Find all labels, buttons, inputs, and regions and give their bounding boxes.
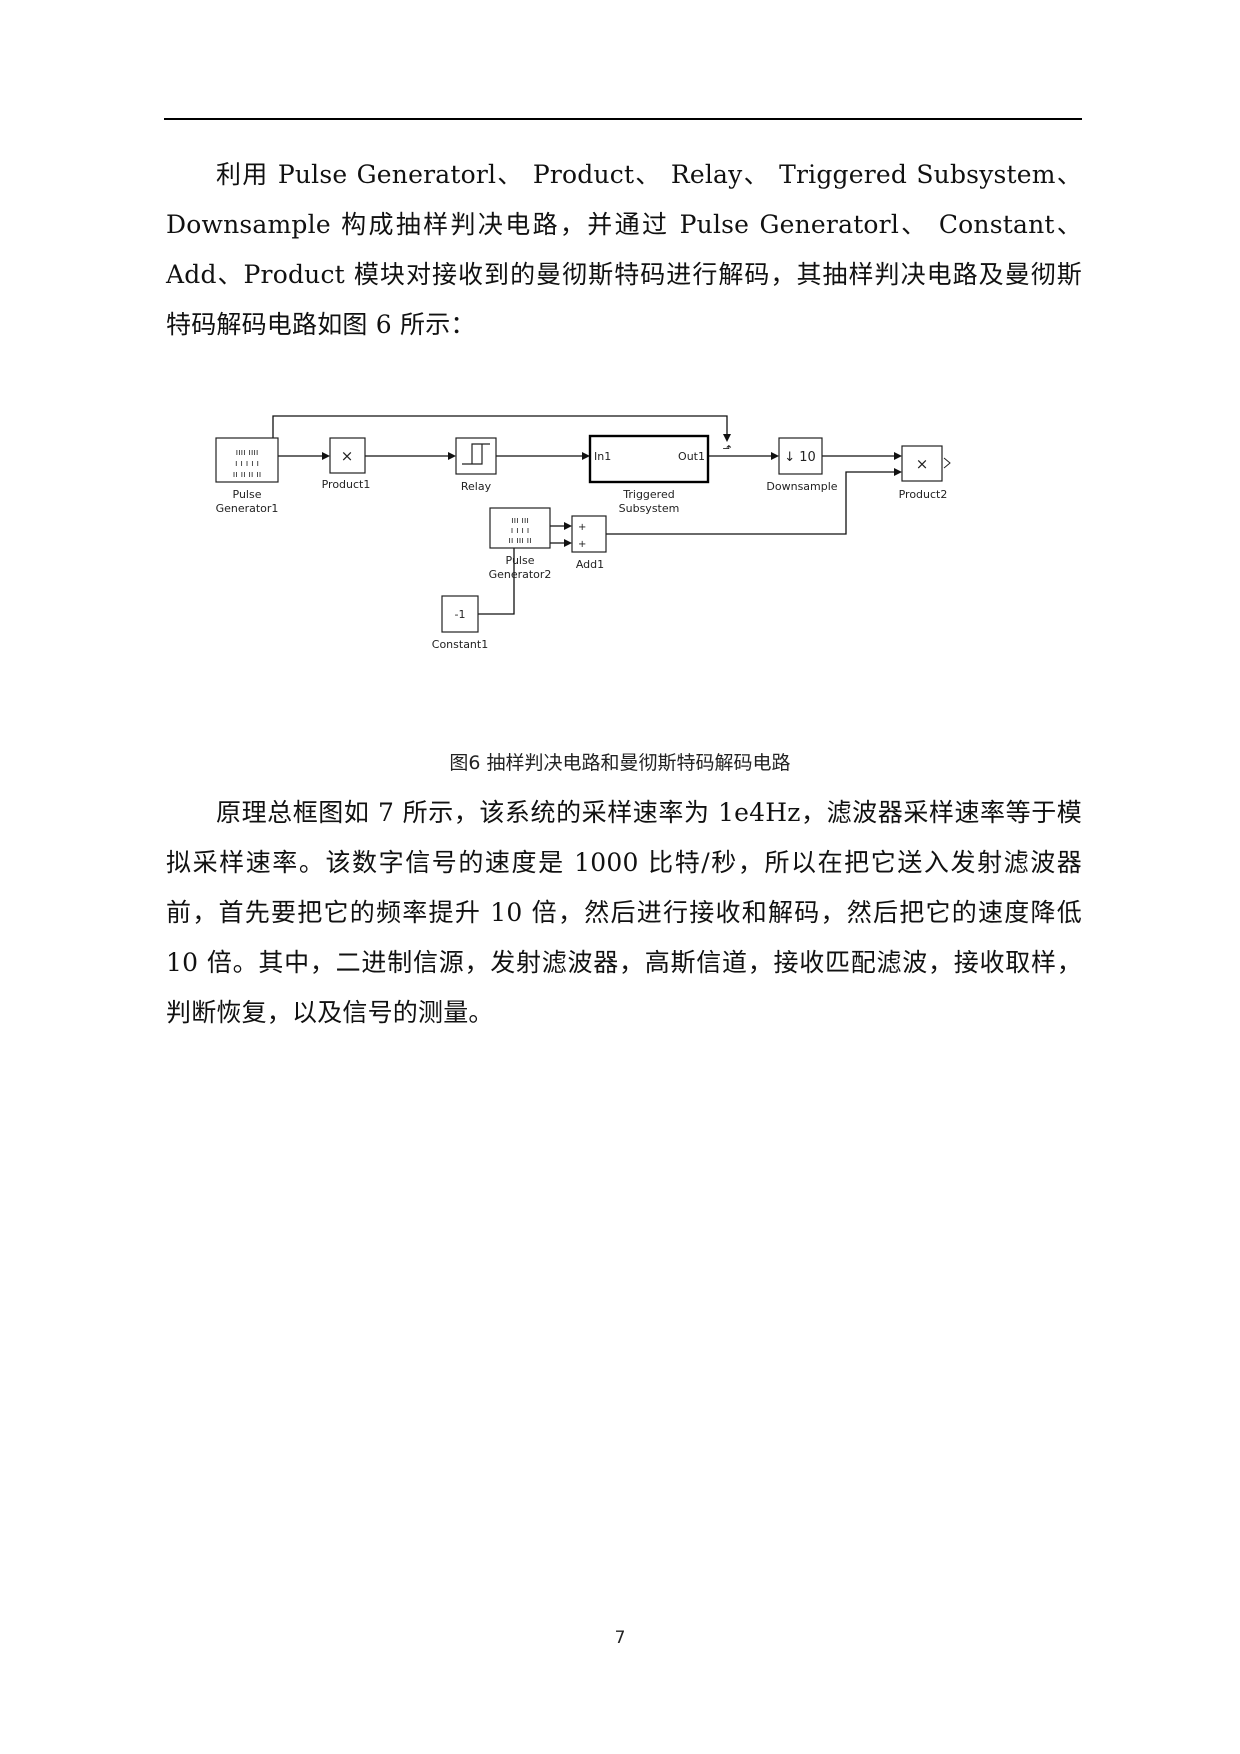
multiply-icon: × <box>341 447 354 465</box>
triggered-subsystem-label: Subsystem <box>619 502 680 515</box>
pulse-waveform-icon: ııı ııı <box>511 516 529 526</box>
subsystem-out-port: Out1 <box>678 450 705 463</box>
header-rule <box>164 118 1082 120</box>
trigger-icon: ⬏ <box>722 442 731 455</box>
multiply-icon: × <box>916 455 929 473</box>
simulink-diagram: ıııı ıııı ı ı ı ı ı ıı ıı ıı ıı Pulse Ge… <box>200 402 1080 722</box>
add1-label: Add1 <box>576 558 604 571</box>
pulse-generator1-label: Pulse <box>233 488 262 501</box>
arrowhead <box>894 468 902 476</box>
triggered-subsystem-label: Triggered <box>622 488 674 501</box>
pulse-generator2-label: Pulse <box>506 554 535 567</box>
body-paragraph-1: 利用 Pulse Generatorl、 Product、 Relay、 Tri… <box>166 160 1082 339</box>
pulse-generator1-label: Generator1 <box>216 502 279 515</box>
constant1-block[interactable]: -1 <box>441 595 479 633</box>
arrowhead <box>723 434 731 442</box>
wire-pg1-trigger <box>272 415 728 456</box>
figure-caption: 图6 抽样判决电路和曼彻斯特码解码电路 <box>449 752 791 774</box>
add-port-sign: + <box>578 539 586 550</box>
arrowhead <box>448 452 456 460</box>
pulse-generator2-block[interactable]: ııı ııı ı ı ı ı ıı ııı ıı <box>489 507 551 549</box>
subsystem-in-port: In1 <box>594 450 611 463</box>
pulse-waveform-icon: ı ı ı ı <box>511 526 530 536</box>
body-paragraph-2: 原理总框图如 7 所示，该系统的采样速率为 1e4Hz，滤波器采样速率等于模拟采… <box>166 798 1082 1027</box>
product2-label: Product2 <box>899 488 948 501</box>
diagram-canvas: ıııı ıııı ı ı ı ı ı ıı ıı ıı ıı Pulse Ge… <box>215 415 951 651</box>
downsample-icon: ↓ 10 <box>784 450 816 465</box>
downsample-block[interactable]: ↓ 10 <box>778 437 823 475</box>
arrowhead <box>582 452 590 460</box>
pulse-generator1-block[interactable]: ıııı ıııı ı ı ı ı ı ıı ıı ıı ıı <box>215 437 279 483</box>
add-port-sign: + <box>578 522 586 533</box>
add1-block[interactable]: + + <box>571 515 607 553</box>
page-number: 7 <box>614 1628 626 1648</box>
arrowhead <box>322 452 330 460</box>
pulse-waveform-icon: ı ı ı ı ı <box>235 459 259 469</box>
wire-add1-product2 <box>606 471 896 535</box>
output-port-icon <box>943 457 951 469</box>
arrowhead <box>564 522 572 530</box>
arrowhead <box>894 452 902 460</box>
product2-block[interactable]: × <box>901 445 951 482</box>
triggered-subsystem-block[interactable]: ⬏ In1 Out1 <box>588 434 732 484</box>
downsample-label: Downsample <box>766 480 837 493</box>
relay-block[interactable] <box>455 437 497 475</box>
pulse-waveform-icon: ıı ııı ıı <box>508 536 531 546</box>
arrowhead <box>771 452 779 460</box>
relay-label: Relay <box>461 480 492 493</box>
pulse-waveform-icon: ıııı ıııı <box>236 448 259 458</box>
product1-block[interactable]: × <box>329 437 366 474</box>
pulse-generator2-label: Generator2 <box>489 568 552 581</box>
product1-label: Product1 <box>322 478 371 491</box>
pulse-waveform-icon: ıı ıı ıı ıı <box>233 470 262 480</box>
constant1-label: Constant1 <box>432 638 488 651</box>
constant-value: -1 <box>455 608 466 621</box>
relay-hysteresis-icon <box>462 443 490 465</box>
arrowhead <box>564 539 572 547</box>
